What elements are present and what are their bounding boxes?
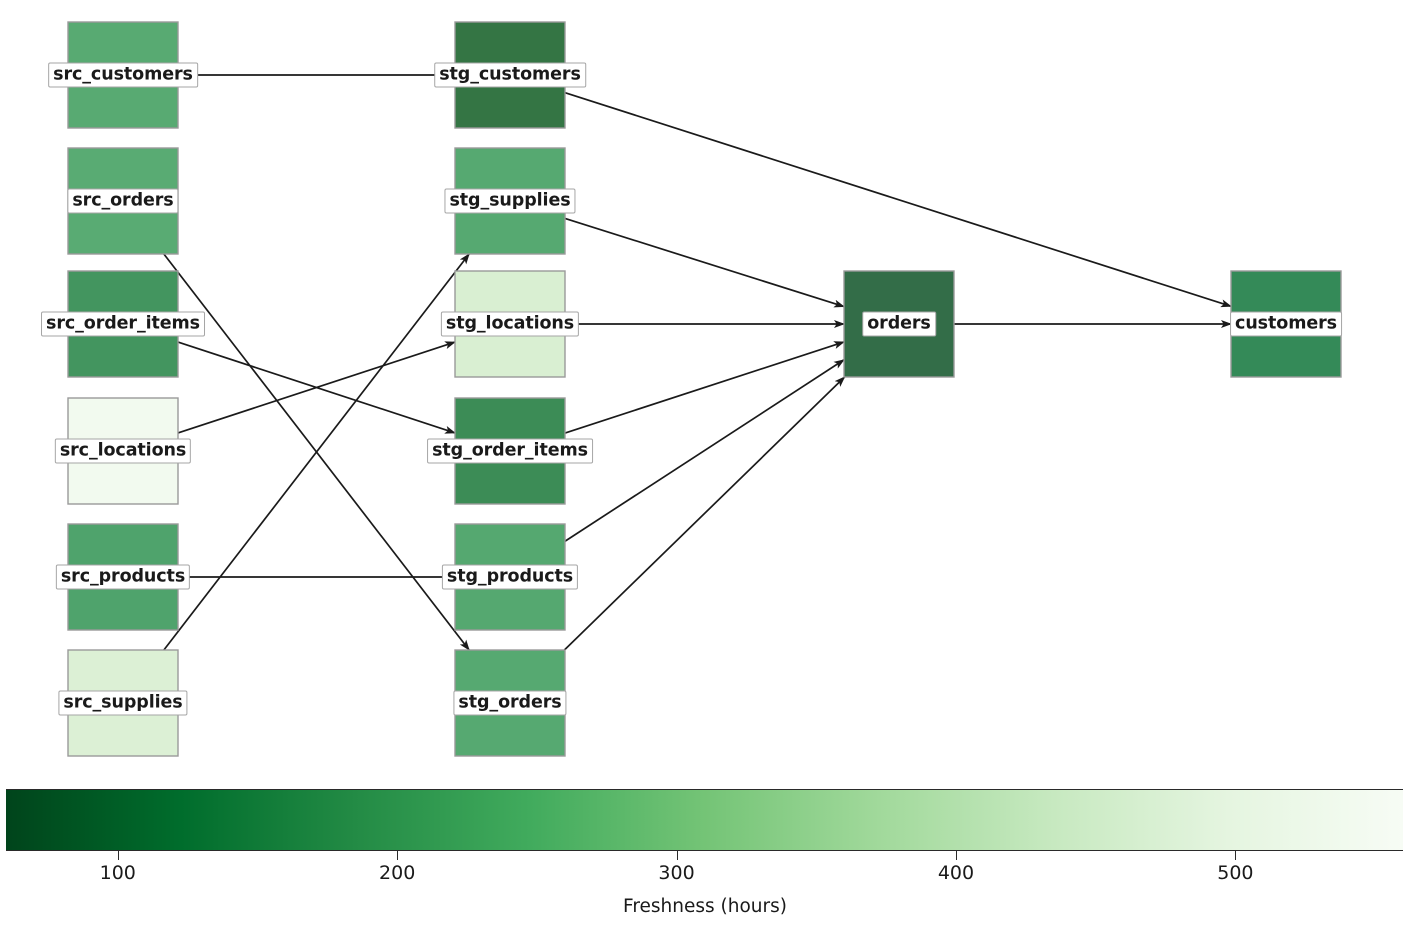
colorbar-tick-500 [1235, 851, 1237, 860]
colorbar [6, 789, 1403, 851]
colorbar-tick-label-300: 300 [658, 862, 695, 884]
node-label-src_supplies[interactable]: src_supplies [58, 690, 188, 716]
colorbar-tick-label-100: 100 [99, 862, 136, 884]
colorbar-tick-400 [955, 851, 957, 860]
node-label-src_locations[interactable]: src_locations [54, 438, 192, 464]
node-label-stg_locations[interactable]: stg_locations [440, 311, 580, 337]
nodes-layer [67, 21, 1342, 757]
node-label-src_products[interactable]: src_products [55, 564, 191, 590]
colorbar-tick-label-400: 400 [937, 862, 975, 884]
node-label-stg_customers[interactable]: stg_customers [434, 62, 586, 88]
colorbar-tick-label-200: 200 [379, 862, 416, 884]
edge-stg_products-to-orders [564, 359, 845, 542]
edge-stg_orders-to-orders [563, 376, 846, 651]
colorbar-tick-label-500: 500 [1217, 862, 1254, 884]
colorbar-tick-200 [397, 851, 399, 860]
node-label-stg_orders[interactable]: stg_orders [453, 690, 567, 716]
edge-stg_customers-to-customers [564, 91, 1232, 308]
node-label-customers[interactable]: customers [1230, 311, 1342, 337]
node-label-src_customers[interactable]: src_customers [48, 62, 198, 88]
edge-stg_order_items-to-orders [564, 341, 845, 434]
edge-stg_supplies-to-orders [564, 217, 845, 308]
colorbar-tick-100 [117, 851, 119, 860]
node-label-src_order_items[interactable]: src_order_items [41, 311, 205, 337]
edge-src_locations-to-stg_locations [177, 341, 456, 434]
node-label-orders[interactable]: orders [862, 311, 936, 337]
colorbar-tick-300 [676, 851, 678, 860]
node-label-stg_order_items[interactable]: stg_order_items [427, 438, 593, 464]
edges-layer [163, 71, 1232, 651]
node-label-stg_products[interactable]: stg_products [441, 564, 579, 590]
colorbar-axis-label: Freshness (hours) [623, 896, 787, 917]
edge-src_supplies-to-stg_supplies [163, 253, 470, 651]
colorbar-gradient [6, 789, 1403, 851]
node-label-src_orders[interactable]: src_orders [67, 188, 179, 214]
node-label-stg_supplies[interactable]: stg_supplies [444, 188, 576, 214]
